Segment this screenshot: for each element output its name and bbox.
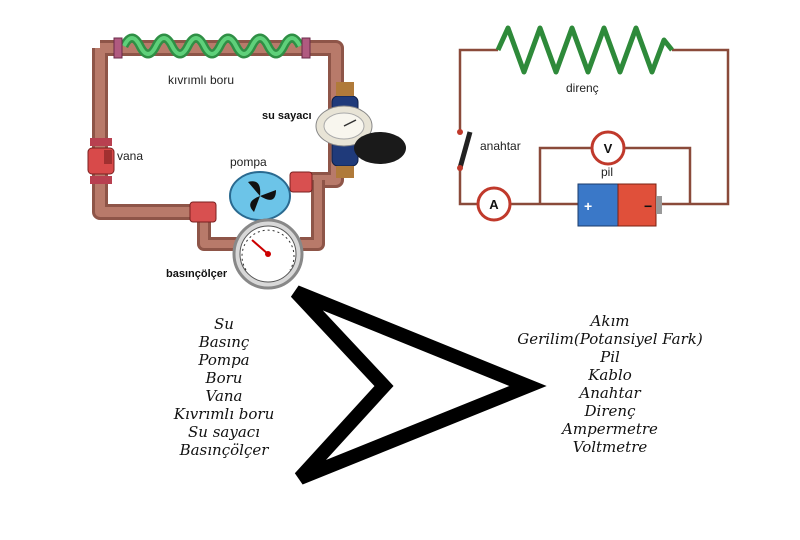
pump	[189, 171, 313, 223]
flange	[113, 37, 123, 59]
voltmeter: V	[590, 130, 626, 166]
list-item: Basınçölçer	[179, 441, 270, 459]
voltmeter-symbol: V	[604, 141, 613, 156]
pump-label: pompa	[230, 155, 267, 169]
valve	[87, 138, 115, 184]
water-system: vana pompa su sayacı kıvrımlı boru	[87, 33, 406, 290]
list-item: Su sayacı	[188, 423, 260, 441]
list-item: Direnç	[584, 402, 637, 420]
list-item: Gerilim(Potansiyel Fark)	[517, 330, 703, 348]
list-item: Pil	[599, 348, 620, 366]
electric-circuit: direnç anahtar V A + − pil	[457, 25, 730, 227]
flange	[301, 37, 311, 59]
battery: + −	[577, 183, 662, 227]
coiled-pipe-label: kıvrımlı boru	[168, 73, 234, 87]
battery-label: pil	[601, 165, 613, 179]
water-meter-label: su sayacı	[262, 110, 312, 122]
switch	[457, 129, 473, 171]
water-terms-list: Su Basınç Pompa Boru Vana Kıvrımlı boru …	[173, 315, 275, 459]
list-item: Boru	[205, 369, 243, 387]
list-item: Vana	[205, 387, 242, 405]
list-item: Kablo	[587, 366, 632, 384]
switch-label: anahtar	[480, 139, 521, 153]
list-item: Voltmetre	[573, 438, 648, 456]
resistor	[495, 25, 674, 75]
list-item: Kıvrımlı boru	[173, 405, 275, 423]
list-item: Akım	[589, 312, 630, 330]
valve-label: vana	[117, 149, 143, 163]
ammeter: A	[476, 186, 512, 222]
electric-terms-list: Akım Gerilim(Potansiyel Fark) Pil Kablo …	[517, 312, 703, 456]
battery-minus: −	[644, 198, 652, 214]
wire-voltmeter-branch	[538, 146, 692, 204]
pressure-gauge	[232, 218, 304, 290]
ammeter-symbol: A	[489, 197, 499, 212]
resistor-label: direnç	[566, 81, 599, 95]
list-item: Pompa	[197, 351, 249, 369]
list-item: Basınç	[198, 333, 250, 351]
list-item: Ampermetre	[560, 420, 658, 438]
analogy-arrow	[290, 285, 547, 485]
list-item: Su	[214, 315, 234, 333]
wire-outer	[458, 48, 730, 206]
list-item: Anahtar	[577, 384, 641, 402]
fan-icon	[248, 181, 276, 212]
pressure-gauge-label: basınçölçer	[166, 268, 228, 280]
battery-plus: +	[584, 198, 592, 214]
water-meter	[315, 82, 406, 178]
